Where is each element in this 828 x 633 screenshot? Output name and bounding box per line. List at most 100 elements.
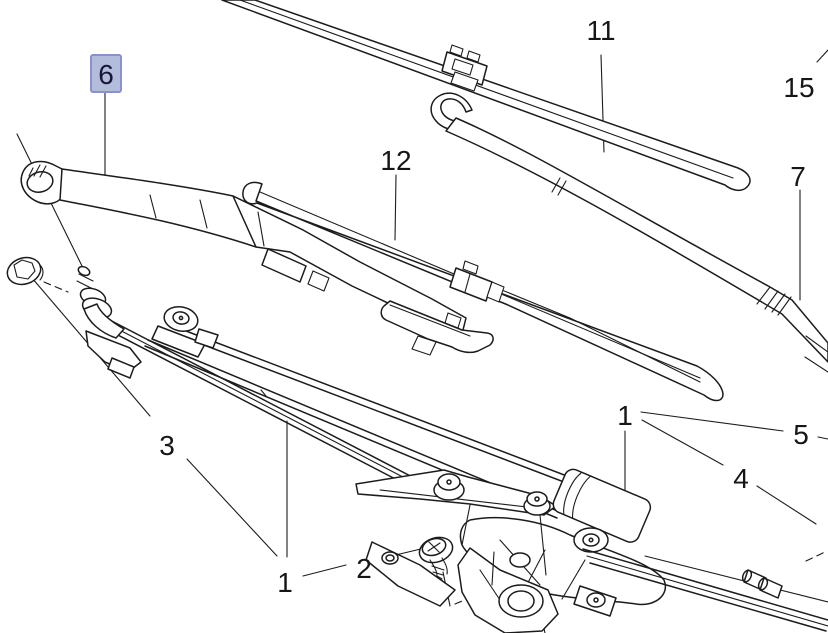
mounting-screw [418, 536, 454, 580]
callout-4-label[interactable]: 4 [733, 463, 749, 494]
pin-1-cap [741, 569, 753, 583]
bracket-left-hole [381, 551, 399, 565]
bracket-center-grommet-inner [507, 590, 535, 612]
callout-2-label[interactable]: 2 [356, 553, 372, 584]
arm-6-tip-hole [444, 312, 462, 329]
blade-11-connector [441, 44, 488, 92]
ball-b-dome [526, 491, 548, 507]
ball-stud-a [433, 473, 465, 501]
mount-pins [741, 569, 783, 599]
leader-bolt-install-dashed [43, 281, 69, 293]
frame-tube-lower-edge [113, 332, 433, 499]
arm-6-hinge-cap [307, 270, 330, 292]
mount-bracket-left [365, 541, 456, 607]
connector-12-side [486, 281, 505, 303]
crank-ball-dot [588, 537, 594, 543]
bracket-center-grommet [498, 584, 544, 618]
callout-6[interactable]: 6 [90, 54, 122, 93]
callout-6-highlight-box[interactable] [90, 54, 122, 93]
motor-cap-lines [563, 472, 592, 519]
arm-7-joint-lines-mid [551, 177, 567, 196]
callout-1-left-label[interactable]: 1 [277, 567, 293, 598]
rear-rod-line [644, 555, 828, 603]
connector-tab-2 [466, 50, 481, 63]
leader-1-2-link [302, 564, 347, 577]
output-rod-upper [582, 548, 828, 621]
pivot-shaft-stud [76, 265, 125, 339]
callout-12-label[interactable]: 12 [380, 145, 411, 176]
bracket-left-hole-inner [385, 554, 395, 562]
callout-5-label[interactable]: 5 [793, 419, 809, 450]
callout-15-label[interactable]: 15 [783, 72, 814, 103]
pivot-bolt-hex [13, 259, 36, 280]
housing-base [151, 325, 206, 358]
wiper-blade-right [221, 0, 751, 192]
bracket-foot [107, 357, 135, 379]
pin-2-cap [757, 577, 769, 591]
connector-tab-1 [449, 44, 464, 57]
pivot-bolt-head [6, 256, 42, 286]
connector-clip [450, 71, 479, 92]
ball-a-dome [437, 473, 461, 491]
connector-12-divider [464, 273, 471, 293]
arm-6-hatch [28, 164, 47, 178]
leader-5-right [817, 436, 828, 440]
callout-3-label[interactable]: 3 [159, 430, 175, 461]
motor-cylinder [552, 468, 652, 543]
callout-6-label[interactable]: 6 [98, 59, 114, 90]
screw-cross-recess [427, 541, 441, 553]
ball-stud-b [523, 491, 551, 516]
blade-12-tail-line [496, 287, 701, 383]
pivot-housing [151, 305, 219, 358]
arm-6-segment-lines [149, 194, 265, 247]
arm-7-end-inner [805, 335, 828, 353]
bracket-right-dot [593, 597, 599, 603]
connector-12-tab [462, 260, 479, 275]
leader-4 [756, 485, 817, 525]
connector-inner [451, 58, 474, 76]
stud-tip [77, 265, 91, 277]
callout-7-label[interactable]: 7 [790, 161, 806, 192]
arm-7-body [445, 117, 828, 363]
callouts: 6 11 15 12 7 3 1 2 1 4 5 [90, 15, 815, 598]
drive-rod-2-upper [185, 330, 631, 501]
arm-6-tip-body [380, 300, 494, 354]
housing-grommet-inner [172, 311, 190, 325]
arm-6-hinge-box [261, 248, 307, 283]
bracket-left-body [365, 541, 456, 607]
arm-6-pivot-ring [26, 171, 54, 193]
frame-tube-notch [260, 389, 267, 397]
arm-6-tip-bend-line [389, 304, 471, 337]
leader-3-to-1 [186, 458, 278, 557]
output-rod-inner [586, 555, 828, 627]
housing-center-dot [178, 315, 184, 321]
mount-bracket-right [573, 585, 617, 617]
callout-11-label[interactable]: 11 [586, 15, 615, 46]
bracket-right-hole [586, 592, 606, 608]
crank-ball [573, 527, 609, 553]
gear-housing [459, 516, 667, 606]
ball-a-dot [446, 479, 452, 485]
motor-linkage-assembly [355, 468, 828, 633]
screw-shank-threads [429, 557, 448, 580]
crank-ball-inner [582, 533, 600, 547]
connector-body [441, 51, 488, 86]
leader-1-4-link [641, 419, 724, 466]
leader-pins-dashed [805, 550, 828, 562]
pivot-bolt-side [39, 264, 44, 281]
wiper-arm-left [20, 160, 494, 356]
bellcrank-inner-line [379, 489, 537, 509]
wiper-motor [552, 468, 652, 543]
callout-1-right-label[interactable]: 1 [617, 400, 633, 431]
left-pivot-group [6, 256, 219, 379]
leader-1-5-link [640, 411, 784, 432]
stud-threads [76, 273, 96, 291]
arm-6-tip [380, 300, 494, 356]
blade-11-body [221, 0, 751, 192]
pin-2 [759, 577, 783, 599]
arm-6-tip-tab [411, 335, 437, 356]
arm-7-joint-lines [756, 286, 792, 316]
crank-ball-washer [573, 527, 609, 553]
